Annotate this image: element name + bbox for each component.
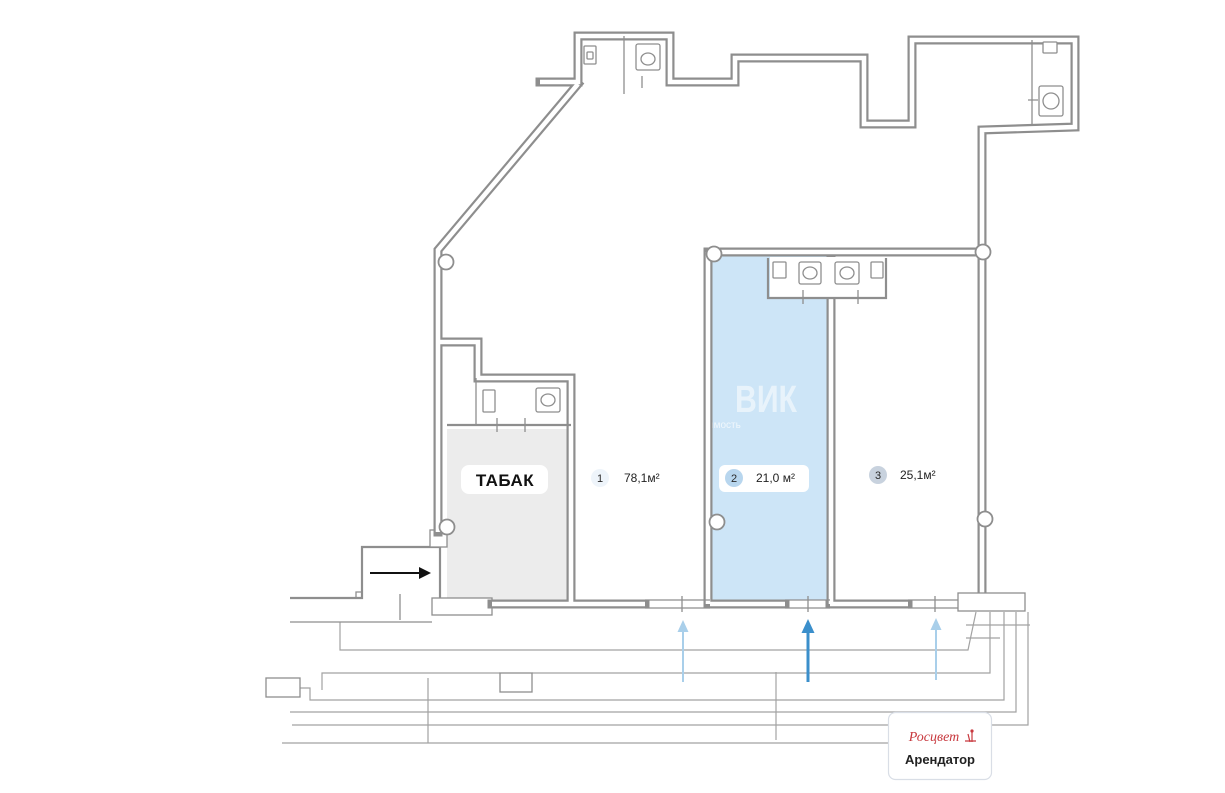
restroom-rooms-2-3 bbox=[766, 257, 888, 304]
tobacco-label-box bbox=[461, 465, 548, 494]
entrance-pillar bbox=[431, 597, 493, 616]
watermark: ВИК имость bbox=[708, 379, 798, 431]
toilet-icon bbox=[535, 387, 561, 413]
restroom-tobacco bbox=[447, 378, 571, 432]
tenant-badge: Росцвет Арендатор bbox=[887, 711, 993, 781]
column-icon bbox=[438, 518, 456, 536]
room-2-label-box bbox=[719, 465, 809, 492]
facade-doors bbox=[645, 592, 1026, 612]
toilet-icon bbox=[1038, 85, 1064, 117]
tenant-caption: Арендатор bbox=[905, 752, 975, 767]
restroom-top-right bbox=[1028, 40, 1064, 125]
column-icon bbox=[437, 253, 455, 271]
exterior-lines bbox=[265, 611, 1030, 744]
room-3-label: 3 25,1м² bbox=[869, 466, 936, 484]
sink-icon bbox=[1042, 41, 1058, 54]
restroom-top-left bbox=[583, 36, 661, 94]
room-2-badge bbox=[725, 469, 743, 487]
room-2-label: 2 21,0 м² bbox=[719, 465, 809, 492]
vestibule bbox=[290, 529, 493, 623]
column-icon bbox=[976, 510, 994, 528]
utility-box bbox=[265, 677, 301, 698]
column-icon bbox=[708, 513, 726, 531]
sink-icon bbox=[772, 261, 787, 279]
sink-icon bbox=[870, 261, 884, 279]
room-1-entrance-arrow-icon bbox=[677, 620, 689, 682]
room-3-area[interactable] bbox=[835, 300, 978, 600]
sink-icon bbox=[583, 45, 597, 65]
toilet-icon bbox=[834, 261, 860, 285]
room-2-area-value: 21,0 м² bbox=[756, 471, 795, 485]
watermark-brand: ВИК bbox=[735, 379, 798, 421]
entrance-arrow-icon bbox=[370, 567, 431, 579]
room-1-area-value: 78,1м² bbox=[624, 471, 660, 485]
watermark-tagline: имость bbox=[708, 420, 741, 431]
utility-box bbox=[499, 672, 533, 693]
sink-icon bbox=[482, 389, 496, 413]
rostsvet-logo: Росцвет bbox=[908, 730, 959, 745]
column-icon bbox=[705, 245, 723, 263]
room-3-area-value: 25,1м² bbox=[900, 468, 936, 482]
columns bbox=[437, 243, 994, 536]
column-icon bbox=[974, 243, 992, 261]
room-1-badge bbox=[591, 469, 609, 487]
tobacco-shop-area[interactable] bbox=[447, 429, 567, 601]
room-3-badge bbox=[869, 466, 887, 484]
room-3-entrance-arrow-icon bbox=[930, 618, 942, 680]
tenant-badge-box bbox=[887, 711, 993, 781]
toilet-icon bbox=[635, 43, 661, 71]
tobacco-label: ТАБАК bbox=[461, 465, 548, 494]
room-2-entrance-arrow-icon bbox=[801, 619, 815, 682]
corner-pillar bbox=[957, 592, 1026, 612]
room-1-label: 1 78,1м² bbox=[591, 469, 660, 487]
flower-icon bbox=[965, 729, 976, 743]
room-3-number: 3 bbox=[875, 470, 881, 482]
room-2-area[interactable] bbox=[712, 256, 827, 600]
room-2-number: 2 bbox=[731, 473, 737, 485]
restroom-block bbox=[770, 257, 884, 297]
room-1-number: 1 bbox=[597, 473, 603, 485]
tobacco-label-text: ТАБАК bbox=[476, 471, 534, 490]
toilet-icon bbox=[798, 261, 822, 285]
